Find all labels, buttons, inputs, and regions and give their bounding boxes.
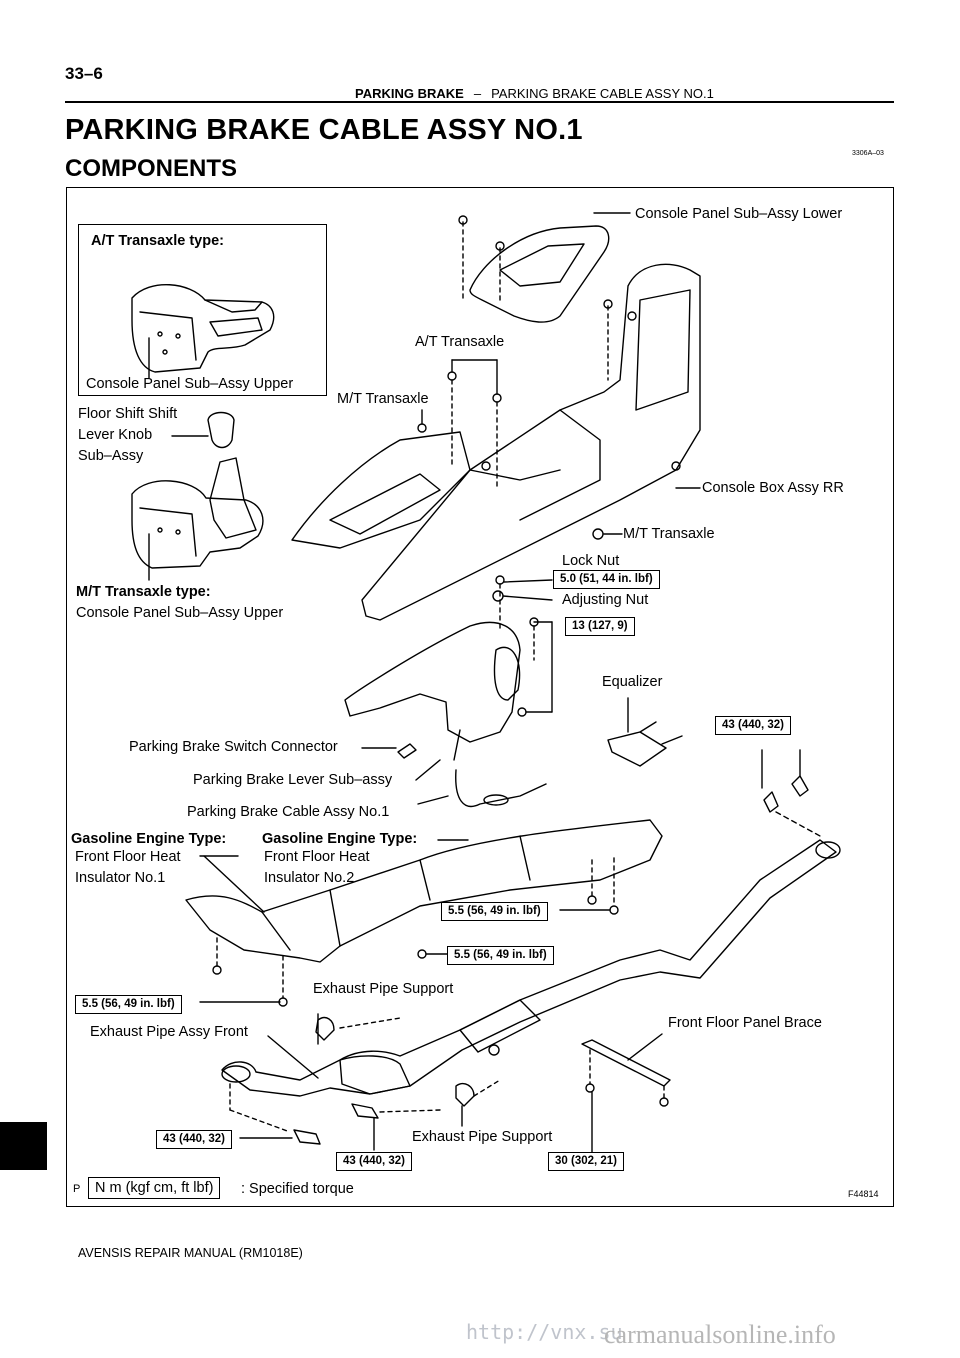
- torque-lever: 13 (127, 9): [565, 617, 635, 636]
- label-console-box: Console Box Assy RR: [702, 480, 844, 496]
- mt-console-panel-upper-drawing: [131, 457, 264, 581]
- label-lock-nut: Lock Nut: [562, 553, 620, 569]
- label-mt-type-title: M/T Transaxle type:: [76, 584, 211, 600]
- section-edge-tab: [0, 1122, 47, 1170]
- header-rule: [65, 101, 894, 103]
- watermark-url[interactable]: http://vnx.su: [466, 1320, 623, 1344]
- header-separator: –: [473, 86, 482, 101]
- label-exhaust-support-lower: Exhaust Pipe Support: [412, 1129, 553, 1145]
- label-mt-console-upper: Console Panel Sub–Assy Upper: [76, 605, 284, 621]
- page-number: 33–6: [65, 64, 103, 83]
- label-exhaust-pipe-front: Exhaust Pipe Assy Front: [90, 1024, 248, 1040]
- footer: AVENSIS REPAIR MANUAL (RM1018E): [78, 1246, 303, 1260]
- parking-brake-lever-drawing: [344, 575, 553, 807]
- torque-bolt-left: 43 (440, 32): [156, 1130, 233, 1149]
- torque-pipe-top: 43 (440, 32): [715, 716, 792, 735]
- figure-frame: [66, 187, 894, 1207]
- at-console-panel-upper-drawing: [131, 284, 275, 379]
- torque-insulator-b: 5.5 (56, 49 in. lbf): [447, 946, 554, 965]
- torque-insulator-a: 5.5 (56, 49 in. lbf): [441, 902, 548, 921]
- torque-lock-nut: 5.0 (51, 44 in. lbf): [553, 570, 660, 589]
- label-floor-panel-brace: Front Floor Panel Brace: [668, 1015, 822, 1031]
- torque-bolt-mid: 43 (440, 32): [336, 1152, 413, 1171]
- label-insulator-1: Front Floor Heat Insulator No.1: [75, 849, 181, 886]
- label-mt-transaxle-lower: M/T Transaxle: [623, 526, 715, 542]
- torque-brace: 30 (302, 21): [548, 1152, 625, 1171]
- inset-title: A/T Transaxle type:: [91, 233, 224, 249]
- watermark: carmanualsonline.info: [604, 1320, 836, 1349]
- heat-insulator-drawing: [185, 819, 663, 1007]
- label-adjusting-nut: Adjusting Nut: [562, 592, 649, 608]
- label-lever-sub-assy: Parking Brake Lever Sub–assy: [193, 772, 393, 788]
- header-subsection: PARKING BRAKE CABLE ASSY NO.1: [491, 86, 714, 101]
- console-panel-lower-drawing: [458, 212, 631, 323]
- shift-knob-drawing: [171, 411, 235, 449]
- section-title: COMPONENTS: [65, 155, 238, 182]
- label-mt-transaxle-upper: M/T Transaxle: [337, 391, 429, 407]
- inset-label: Console Panel Sub–Assy Upper: [86, 376, 294, 392]
- label-gas-type-1: Gasoline Engine Type:: [71, 831, 227, 847]
- figure-code: F44814: [848, 1189, 879, 1199]
- label-floor-shift-knob: Floor Shift Shift Lever Knob Sub–Assy: [78, 406, 178, 464]
- at-type-inset: [78, 224, 327, 396]
- console-box-rr-drawing: [291, 263, 701, 621]
- label-at-transaxle: A/T Transaxle: [415, 334, 505, 350]
- floor-panel-brace-drawing: [461, 1033, 671, 1153]
- label-equalizer: Equalizer: [602, 674, 663, 690]
- label-console-panel-lower: Console Panel Sub–Assy Lower: [635, 206, 843, 222]
- legend-text: : Specified torque: [241, 1181, 354, 1197]
- torque-insulator-c: 5.5 (56, 49 in. lbf): [75, 995, 182, 1014]
- equalizer-drawing: [607, 697, 683, 767]
- label-exhaust-support-upper: Exhaust Pipe Support: [313, 981, 454, 997]
- page-title: PARKING BRAKE CABLE ASSY NO.1: [65, 114, 583, 146]
- exhaust-pipe-drawing: [221, 749, 841, 1151]
- running-header: PARKING BRAKE–PARKING BRAKE CABLE ASSY N…: [355, 86, 714, 101]
- label-gas-type-2: Gasoline Engine Type:: [262, 831, 418, 847]
- doc-code: 3306A–03: [852, 150, 884, 157]
- label-cable-assy: Parking Brake Cable Assy No.1: [187, 804, 390, 820]
- legend-prefix: P: [73, 1183, 81, 1195]
- header-section: PARKING BRAKE: [355, 86, 464, 101]
- label-insulator-2: Front Floor Heat Insulator No.2: [264, 849, 370, 886]
- legend-unit-box: N m (kgf cm, ft lbf): [88, 1177, 221, 1199]
- label-switch-connector: Parking Brake Switch Connector: [129, 739, 338, 755]
